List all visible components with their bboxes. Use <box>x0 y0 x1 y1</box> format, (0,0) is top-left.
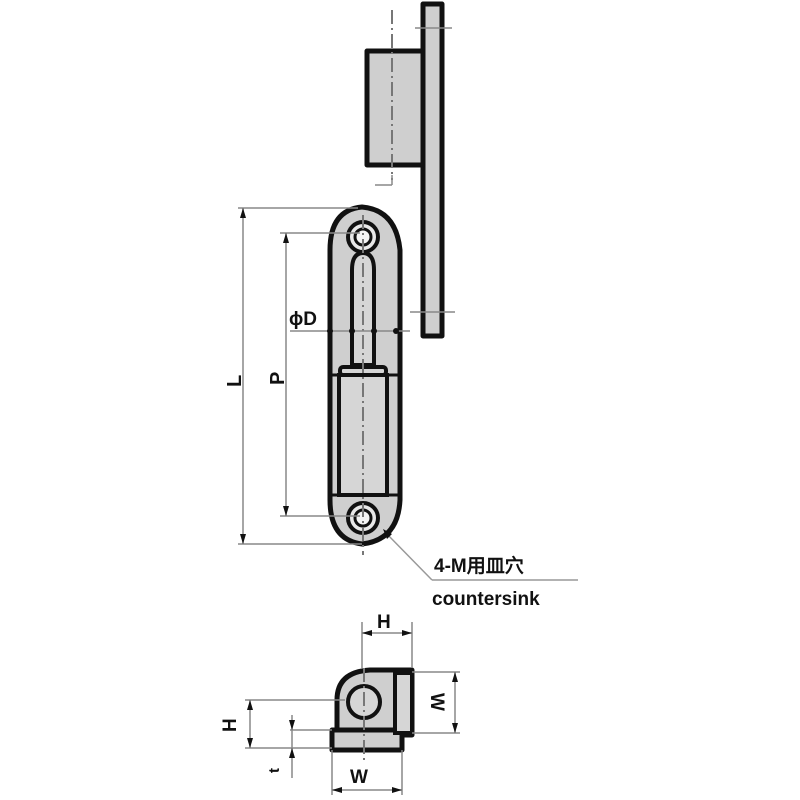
dim-label-p: P <box>267 372 289 385</box>
callout-line1: 4-M用皿穴 <box>434 554 524 577</box>
dim-label-t: t <box>266 768 283 773</box>
side-knuckle <box>364 48 426 168</box>
dim-label-h-top: H <box>377 612 391 633</box>
top-view: H W H t W <box>220 612 460 795</box>
dim-label-w-bottom: W <box>350 767 368 788</box>
side-plate <box>420 1 445 339</box>
dim-label-phi-d: ϕD <box>289 309 317 330</box>
top-view-base <box>329 727 405 753</box>
dim-label-l: L <box>224 375 246 387</box>
callout-line2: countersink <box>432 589 540 610</box>
side-view <box>364 1 455 339</box>
front-view: ϕD L P <box>224 204 578 581</box>
pin-upper <box>350 250 376 367</box>
dim-label-h-side: H <box>220 718 241 732</box>
dim-label-w-side: W <box>426 693 447 711</box>
